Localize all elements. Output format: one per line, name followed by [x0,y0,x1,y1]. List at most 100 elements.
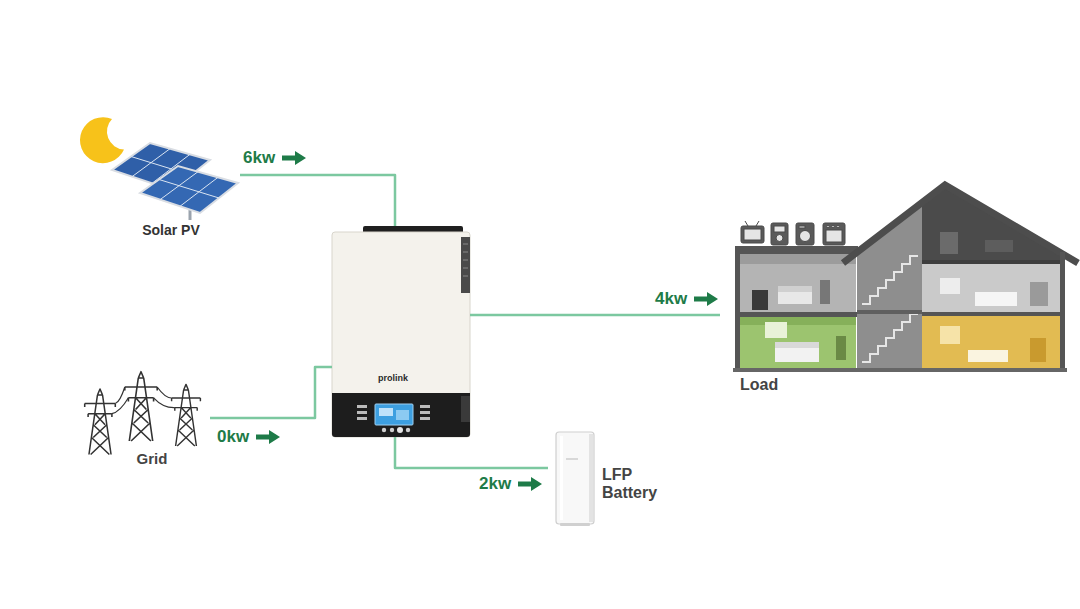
inverter-illustration [463,244,468,245]
appliance-icons [745,221,748,226]
appliance-icons [827,225,829,227]
inverter-illustration [332,393,470,437]
house-illustration [843,185,1078,263]
appliance-icons [741,226,764,243]
appliance-icons [832,225,834,227]
flow-label: 0kw [217,427,280,447]
inverter-illustration [379,408,393,416]
flow-arrow [694,292,718,306]
inverter-illustration [382,428,386,432]
battery-illustration [566,458,578,460]
battery-illustration [560,436,563,520]
load-node: Load [720,180,1070,400]
appliance-icons [823,223,845,245]
house-illustration [737,312,858,317]
house-illustration [778,292,812,304]
house-illustration [922,188,1060,260]
pylon-icon [85,372,201,455]
house-illustration [922,316,1060,368]
moon-icon [80,117,124,163]
pylon-icon [172,384,201,446]
pylon-icon [85,389,116,454]
node-label: prolink [378,373,408,383]
house-illustration [857,310,922,314]
house-illustration [740,254,856,312]
house-illustration [775,342,819,348]
power-value: 0kw [217,427,249,447]
house-illustration [940,278,960,294]
flow-arrow [694,292,718,306]
inverter-illustration [463,252,468,253]
battery-illustration [556,432,594,526]
house-illustration [740,317,856,325]
power-line [470,314,720,317]
flow-arrow [518,477,542,491]
house-illustration [1030,282,1048,306]
power-line [210,367,332,418]
solar-pv-node: Solar PV [75,110,240,245]
flow-arrow [256,430,280,444]
inverter-illustration [420,405,430,408]
node-label: Grid [137,450,168,467]
house-illustration [836,336,846,360]
inverter-illustration [406,428,410,432]
inverter-illustration [375,404,413,425]
appliance-icons [837,225,839,227]
appliance-icons [826,230,842,242]
house-illustration [985,240,1013,252]
house-illustration [975,292,1017,306]
power-value: 4kw [655,289,687,309]
flow-label: 2kw [479,474,542,494]
house-illustration [922,264,1060,312]
power-value: 2kw [479,474,511,494]
inverter-illustration [463,268,468,269]
grid-node: Grid [75,370,210,470]
inverter-illustration [357,405,367,408]
house-illustration [737,246,858,254]
solar-panel-icon [140,166,238,213]
battery-illustration [556,432,594,524]
house-illustration [740,317,856,368]
appliance-icons [796,223,814,245]
battery-node: LFP Battery [548,428,676,528]
house-illustration [968,350,1008,362]
power-value: 6kw [243,148,275,168]
solar-panel-icon [112,143,238,220]
inverter-illustration [357,411,367,414]
house-illustration [862,314,918,362]
flow-arrow [256,430,280,444]
battery-illustration [589,434,593,522]
pylon-icon [85,389,116,454]
power-line [395,437,548,468]
house-illustration [778,286,812,292]
house-illustration [733,185,1078,372]
house-illustration [775,348,819,362]
appliance-icons [741,221,845,245]
flow-label: 4kw [655,289,718,309]
house-illustration [820,280,830,304]
pylon-icon [125,372,157,441]
appliance-icons [774,226,785,232]
house-illustration [940,232,958,254]
node-label: LFP Battery [602,466,672,503]
house-illustration [740,254,856,264]
house-illustration [1030,338,1046,362]
inverter-illustration [463,260,468,261]
inverter-illustration [397,427,403,433]
appliance-icons [800,231,811,242]
house-illustration [922,312,1062,316]
house-illustration [862,256,918,304]
flow-arrow [518,477,542,491]
power-line [240,175,395,226]
inverter-illustration [396,410,409,420]
node-label: Solar PV [142,222,200,238]
pylon-icon [172,384,201,446]
house-illustration [733,368,1067,372]
flow-arrow [282,151,306,165]
inverter-illustration [461,396,470,422]
inverter-illustration [461,237,470,293]
house-illustration [922,260,1062,264]
